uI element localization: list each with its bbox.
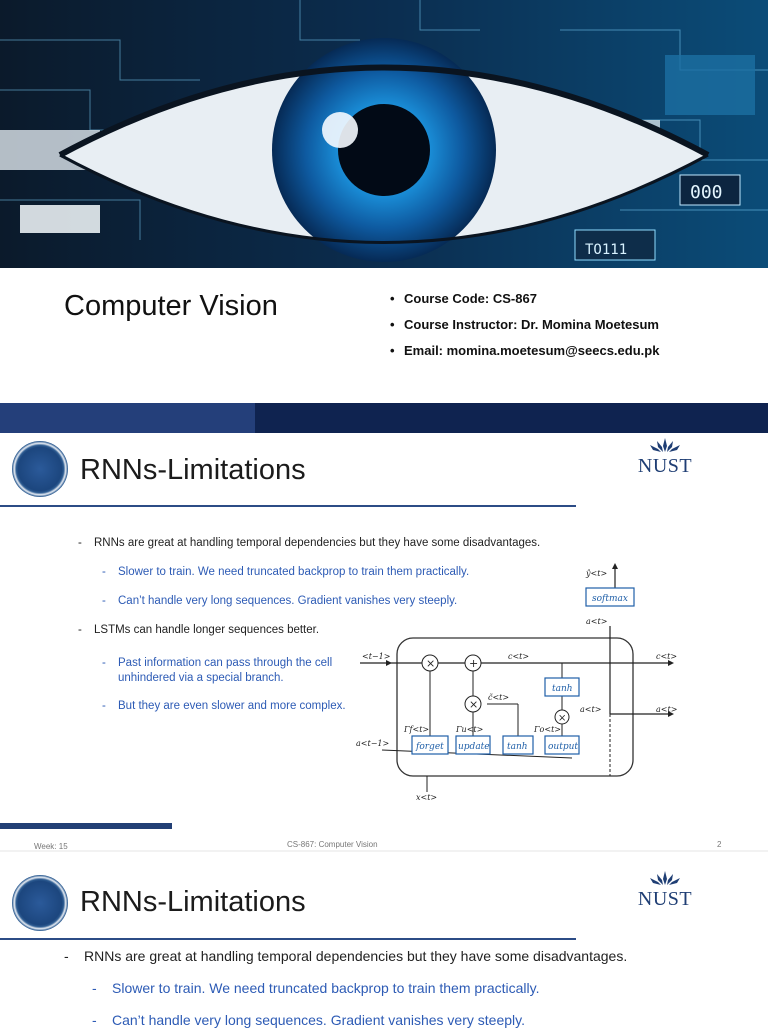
course-info-list: •Course Code: CS-867 •Course Instructor:… bbox=[390, 288, 659, 366]
course-instructor: Course Instructor: Dr. Momina Moetesum bbox=[404, 317, 659, 332]
bullet-1-1: -Slower to train. We need truncated back… bbox=[102, 566, 470, 578]
bullet-2-2: -But they are even slower and more compl… bbox=[102, 700, 346, 712]
title-underline bbox=[0, 505, 576, 507]
slide1-title: Computer Vision bbox=[64, 290, 278, 322]
footer-page-number: 2 bbox=[717, 840, 722, 849]
hero-readout: 000 bbox=[690, 182, 723, 203]
footer-course: CS-867: Computer Vision bbox=[287, 840, 378, 849]
nust-logo-2: NUST bbox=[632, 869, 698, 911]
gate-output: output bbox=[548, 742, 578, 752]
course-instructor-item: •Course Instructor: Dr. Momina Moetesum bbox=[390, 317, 659, 332]
label-c-prev: <t−1> bbox=[362, 652, 390, 661]
title-underline-2 bbox=[0, 938, 576, 940]
lstm-cell-diagram: × + × × forget update tanh output tanh s… bbox=[356, 563, 677, 802]
nust-wordmark: NUST bbox=[637, 455, 693, 477]
label-a-top: a<t> bbox=[586, 617, 607, 626]
nust-crest-icon bbox=[650, 438, 680, 452]
slide3-title: RNNs-Limitations bbox=[80, 886, 306, 918]
label-gamma-o: Γo<t> bbox=[533, 725, 561, 734]
svg-text:+: + bbox=[469, 657, 478, 670]
nust-logo: NUST bbox=[632, 436, 698, 478]
svg-text:×: × bbox=[426, 657, 435, 670]
bullet-1: -RNNs are great at handling temporal dep… bbox=[78, 537, 541, 549]
slide-separator-band bbox=[0, 403, 768, 433]
hero-binary: TO111 bbox=[585, 242, 627, 258]
nust-crest-icon-2 bbox=[650, 871, 680, 885]
slide3-bullet-1-1: -Slower to train. We need truncated back… bbox=[92, 980, 540, 996]
gate-forget: forget bbox=[415, 742, 444, 752]
label-gamma-f: Γf<t> bbox=[403, 725, 429, 734]
footer-week: Week: 15 bbox=[34, 842, 68, 851]
bullet-1-2: -Can’t handle very long sequences. Gradi… bbox=[102, 595, 458, 607]
slide-divider bbox=[0, 850, 768, 852]
bullet-2-1: -Past information can pass through the c… bbox=[102, 657, 333, 684]
softmax-box: softmax bbox=[592, 594, 628, 604]
bullet-2: -LSTMs can handle longer sequences bette… bbox=[78, 624, 320, 636]
label-x: x<t> bbox=[416, 793, 437, 802]
label-a-next: a<t> bbox=[580, 705, 601, 714]
svg-text:×: × bbox=[558, 713, 566, 724]
nust-wordmark-2: NUST bbox=[637, 888, 693, 910]
gate-tanh: tanh bbox=[507, 742, 528, 752]
label-y-hat: ŷ<t> bbox=[585, 569, 607, 578]
label-gamma-u: Γu<t> bbox=[455, 725, 483, 734]
course-code-item: •Course Code: CS-867 bbox=[390, 291, 537, 306]
course-email: Email: momina.moetesum@seecs.edu.pk bbox=[404, 343, 660, 358]
label-c-out: c<t> bbox=[656, 652, 677, 661]
tanh-box: tanh bbox=[552, 684, 573, 694]
university-emblem-2 bbox=[12, 875, 68, 931]
label-a-prev: a<t−1> bbox=[356, 739, 389, 748]
gate-update: update bbox=[458, 742, 490, 752]
label-c-tilde: c̃<t> bbox=[488, 693, 509, 702]
slide3-bullet-1-2: -Can’t handle very long sequences. Gradi… bbox=[92, 1012, 525, 1028]
svg-text:×: × bbox=[469, 698, 478, 711]
university-emblem bbox=[12, 441, 68, 497]
label-c-next: c<t> bbox=[508, 652, 529, 661]
footer-accent-bar bbox=[0, 823, 172, 829]
slide2-title: RNNs-Limitations bbox=[80, 454, 306, 486]
hero-image: 000 TO111 bbox=[0, 0, 768, 268]
label-a-out: a<t> bbox=[656, 705, 677, 714]
course-email-item: •Email: momina.moetesum@seecs.edu.pk bbox=[390, 343, 660, 358]
slide3-bullet-1: -RNNs are great at handling temporal dep… bbox=[64, 948, 628, 964]
course-code: Course Code: CS-867 bbox=[404, 291, 537, 306]
